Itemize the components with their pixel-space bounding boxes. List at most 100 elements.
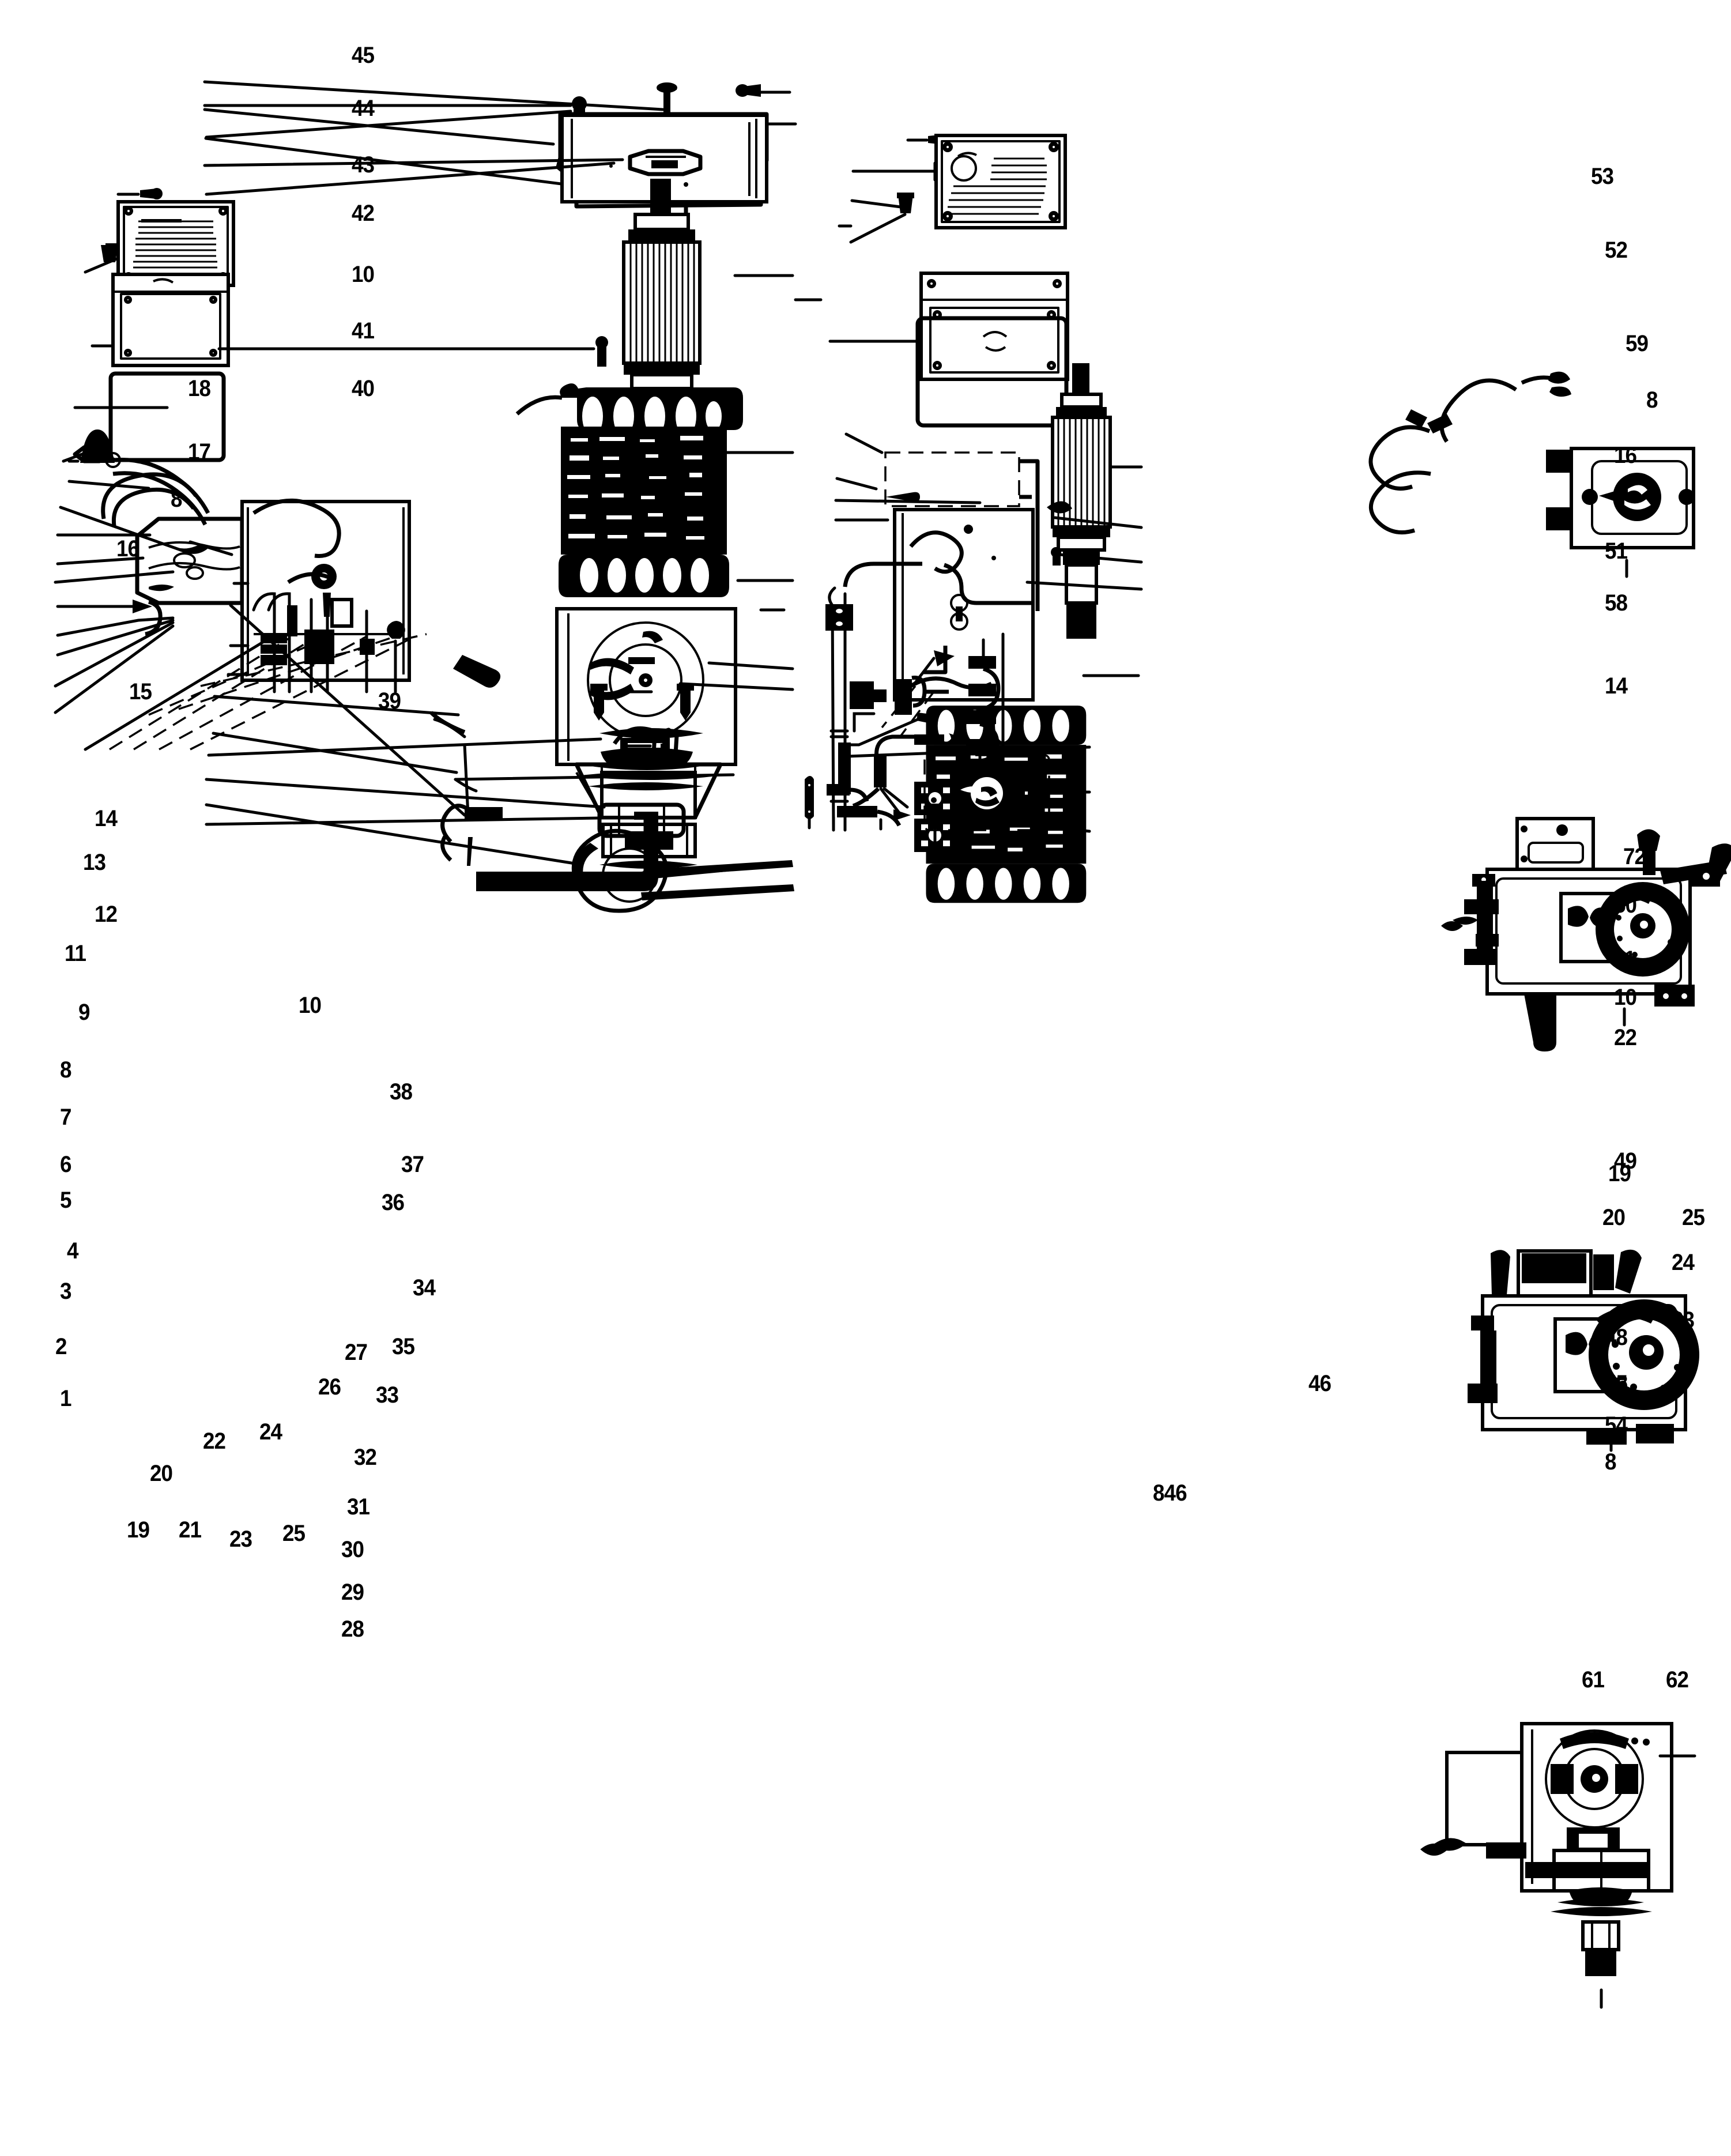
callout-25: 25 [1682, 1205, 1705, 1230]
callout-15: 15 [129, 679, 152, 704]
part-7-leader [58, 558, 143, 564]
callout-19: 19 [1608, 1161, 1631, 1186]
callout-6: 6 [60, 1152, 71, 1177]
part-80-switch-assembly [1371, 371, 1695, 576]
callout-11: 11 [65, 941, 86, 966]
callout-3: 3 [60, 1279, 71, 1304]
callout-8: 8 [60, 1057, 71, 1083]
callout-10: 10 [299, 993, 322, 1018]
callout-59: 59 [1626, 331, 1649, 356]
part-8-screw-left [101, 243, 118, 262]
callout-18: 18 [188, 376, 211, 401]
part-40-leader [206, 163, 614, 194]
callout-16: 16 [1614, 443, 1637, 468]
callout-24: 24 [1672, 1250, 1695, 1275]
callout-20: 20 [1602, 1205, 1626, 1230]
callout-22: 22 [1614, 1025, 1637, 1050]
part-77-motor-assembly [1468, 1250, 1699, 1450]
part-38-lever [190, 542, 501, 737]
callout-53: 53 [1591, 164, 1614, 189]
callout-10: 10 [1614, 985, 1637, 1010]
callout-14: 14 [95, 806, 118, 831]
callout-11: 11 [1614, 947, 1636, 972]
callout-23: 23 [1672, 1307, 1695, 1333]
callout-51: 51 [1605, 538, 1628, 564]
wiring-harness-right [805, 564, 1089, 852]
part-72-bracket [846, 434, 1038, 611]
callout-21: 21 [179, 1517, 202, 1543]
callout-46: 46 [1308, 1371, 1332, 1396]
part-15-base-plate [92, 274, 228, 365]
callout-62: 62 [1666, 1667, 1689, 1693]
callout-47: 47 [1605, 1373, 1628, 1399]
part-16-leader-left [85, 258, 118, 272]
callout-48: 48 [1605, 1325, 1628, 1350]
callout-23: 23 [229, 1526, 252, 1552]
part-59-vent-plate [853, 135, 1065, 228]
part-846-key [627, 730, 677, 760]
callout-61: 61 [1582, 1667, 1605, 1693]
part-11-pin-right [837, 478, 920, 502]
callout-72: 72 [1623, 844, 1646, 869]
callout-8: 8 [1605, 1449, 1616, 1475]
callout-44: 44 [352, 96, 375, 121]
callout-29: 29 [341, 1580, 364, 1605]
part-41-nut [205, 151, 700, 174]
callout-20: 20 [150, 1461, 173, 1486]
callout-5: 5 [60, 1188, 71, 1213]
part-10-leader-top [206, 111, 571, 137]
callout-55: 55 [1605, 1371, 1628, 1396]
callout-8: 8 [1646, 387, 1658, 413]
part-8-screw-right [851, 193, 914, 242]
callout-41: 41 [352, 318, 375, 344]
callout-14: 14 [1605, 673, 1628, 699]
callout-30: 30 [341, 1537, 364, 1562]
callout-45: 45 [352, 43, 375, 68]
callout-50: 50 [1614, 892, 1637, 918]
callout-28: 28 [341, 1616, 364, 1642]
callout-10: 10 [352, 262, 375, 287]
part-29-leader [206, 805, 582, 865]
callout-43: 43 [352, 152, 375, 178]
callout-25: 25 [282, 1521, 306, 1546]
part-switch-body [137, 519, 242, 603]
callout-52: 52 [1605, 238, 1628, 263]
part-36-leader [231, 605, 465, 815]
callout-1: 1 [60, 1386, 71, 1411]
callout-49: 49 [1614, 1148, 1637, 1174]
callout-9: 9 [78, 1000, 90, 1025]
callout-2: 2 [55, 1334, 67, 1359]
part-34-cotter [231, 646, 473, 866]
callout-4: 4 [67, 1238, 78, 1264]
part-26-leader-right [1027, 582, 1141, 589]
callout-38: 38 [390, 1079, 413, 1105]
part-39-pin-center [219, 336, 608, 367]
part-49-motor-housing [557, 581, 793, 817]
callout-37: 37 [401, 1152, 424, 1177]
part-32-leader [213, 733, 457, 772]
leaders-1-to-4 [55, 618, 173, 713]
callout-33: 33 [376, 1382, 399, 1408]
part-50-field-coil [517, 383, 793, 597]
callout-7: 7 [60, 1105, 71, 1130]
part-53-pin [736, 84, 790, 97]
callout-54: 54 [1605, 1412, 1628, 1438]
part-18-screw-left [118, 188, 163, 199]
part-78-motor-assembly [1441, 819, 1731, 1051]
part-68-armature [1053, 363, 1141, 639]
part-22-housing-right [836, 510, 1033, 700]
callout-19: 19 [127, 1517, 150, 1543]
callout-40: 40 [352, 376, 375, 401]
part-14-gasket-left [75, 374, 224, 460]
callout-34: 34 [413, 1275, 436, 1301]
part-28-hex-key [206, 812, 658, 891]
callout-35: 35 [392, 1334, 415, 1359]
callout-24: 24 [259, 1419, 282, 1445]
callout-42: 42 [352, 201, 375, 226]
part-58-housing [795, 273, 1068, 379]
callout-846: 846 [1153, 1480, 1187, 1506]
leaders-19-to-26 [85, 634, 427, 749]
part-46-screws [590, 684, 694, 721]
callout-13: 13 [83, 850, 106, 875]
